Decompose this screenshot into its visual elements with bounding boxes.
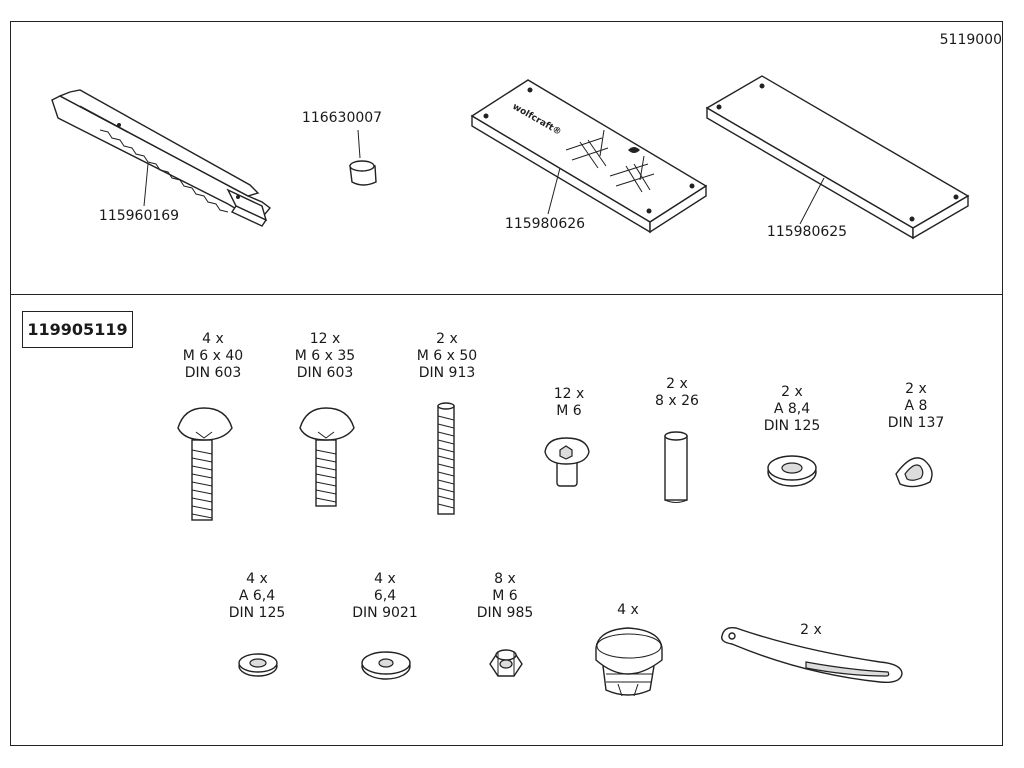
- carriage-bolt-35-illustration: [299, 407, 355, 507]
- end-cap-label: 4 x: [617, 602, 639, 618]
- saw-blade-illustration: [51, 89, 272, 227]
- pin-illustration: [664, 431, 688, 503]
- spring-washer-illustration: [895, 457, 933, 488]
- rubber-foot-label: 116630007: [301, 110, 383, 126]
- plate-label: 115980625: [766, 224, 848, 240]
- curved-bar-label: 2 x: [800, 622, 822, 638]
- washer-64-illustration: [238, 653, 278, 677]
- threaded-rod-illustration: [437, 402, 455, 515]
- saw-blade-label: 115960169: [98, 208, 180, 224]
- fender-washer-illustration: [361, 651, 411, 680]
- set-number-box: 119905119: [22, 311, 133, 348]
- base-plate-illustration: wolfcraft®: [470, 79, 708, 234]
- lock-nut-illustration: [489, 649, 523, 677]
- curved-bar-illustration: [721, 626, 903, 684]
- rubber-foot-illustration: [349, 129, 377, 186]
- section-divider: [10, 294, 1003, 295]
- plate-illustration: [705, 75, 970, 240]
- base-plate-label: 115980626: [504, 216, 586, 232]
- sheet-number: 5119000: [939, 32, 1002, 48]
- parts-sheet-frame: [10, 21, 1003, 746]
- end-cap-illustration: [595, 627, 663, 697]
- washer-84-illustration: [767, 455, 817, 487]
- socket-screw-illustration: [544, 437, 590, 487]
- carriage-bolt-40-illustration: [177, 407, 233, 521]
